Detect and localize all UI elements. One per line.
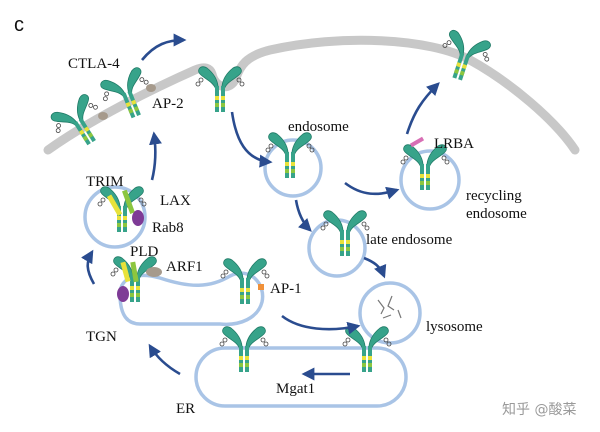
label-ctla4: CTLA-4: [68, 56, 120, 72]
arrow-late-to-lysosome: [363, 256, 387, 279]
lax-protein: [122, 189, 135, 214]
label-ap1: AP-1: [270, 281, 302, 297]
pld-protein-2: [130, 261, 139, 283]
accessory-proteins: [98, 84, 425, 302]
lysosome-debris: [377, 295, 402, 319]
watermark-text: 知乎 @酸菜: [502, 401, 576, 418]
label-tgn: TGN: [86, 329, 117, 345]
ap2-adaptor: [146, 84, 156, 92]
arrow-recycling-to-pm: [405, 82, 440, 135]
endosome-vesicle: [263, 138, 323, 198]
trim-protein: [106, 194, 123, 217]
lrba-protein: [409, 136, 425, 148]
arrow-ctla4-to-pm: [140, 33, 187, 61]
label-late-endosome: late endosome: [366, 232, 453, 248]
arrow-tgn-to-lysosome: [281, 314, 361, 335]
late-endosome-vesicle: [307, 218, 367, 278]
ap1-adaptor: [258, 284, 264, 290]
pld-protein: [120, 261, 131, 283]
label-recycling-endosome: endosome: [466, 206, 527, 222]
label-lysosome: lysosome: [426, 319, 483, 335]
label-pld: PLD: [130, 244, 159, 260]
trim-lax-vesicle: [83, 185, 147, 249]
pathway-arrows: [81, 33, 440, 381]
recycling-endosome-vesicle: [399, 149, 461, 211]
ap2-adaptor-left: [98, 112, 108, 120]
arrow-endosome-to-late: [294, 199, 312, 232]
text-labels: c CTLA-4 AP-2 endosome LRBA recycling en…: [14, 14, 576, 418]
arrow-pm-to-endosome: [230, 111, 273, 168]
arrow-trim-to-pm: [149, 131, 162, 181]
er-compartment: [194, 346, 408, 408]
arrow-er-to-tgn: [148, 343, 181, 376]
label-lax: LAX: [160, 193, 191, 209]
tgn-compartment: [118, 271, 265, 327]
label-lrba: LRBA: [434, 136, 474, 152]
purple-protein-tgn: [117, 286, 129, 302]
label-trim: TRIM: [86, 174, 124, 190]
label-mgat1: Mgat1: [276, 381, 315, 397]
label-arf1: ARF1: [166, 259, 203, 275]
label-er: ER: [176, 401, 195, 417]
label-endosome: endosome: [288, 119, 349, 135]
arrow-endosome-to-recycling: [344, 181, 400, 200]
arf1-protein: [146, 267, 162, 277]
rab8-protein: [132, 210, 144, 226]
lysosome-vesicle: [358, 281, 422, 345]
arrow-tgn-to-trim: [81, 249, 96, 285]
label-ap2: AP-2: [152, 96, 184, 112]
label-recycling: recycling: [466, 188, 522, 204]
vesicles: [83, 138, 461, 408]
panel-label: c: [14, 14, 24, 36]
label-rab8: Rab8: [152, 220, 184, 236]
